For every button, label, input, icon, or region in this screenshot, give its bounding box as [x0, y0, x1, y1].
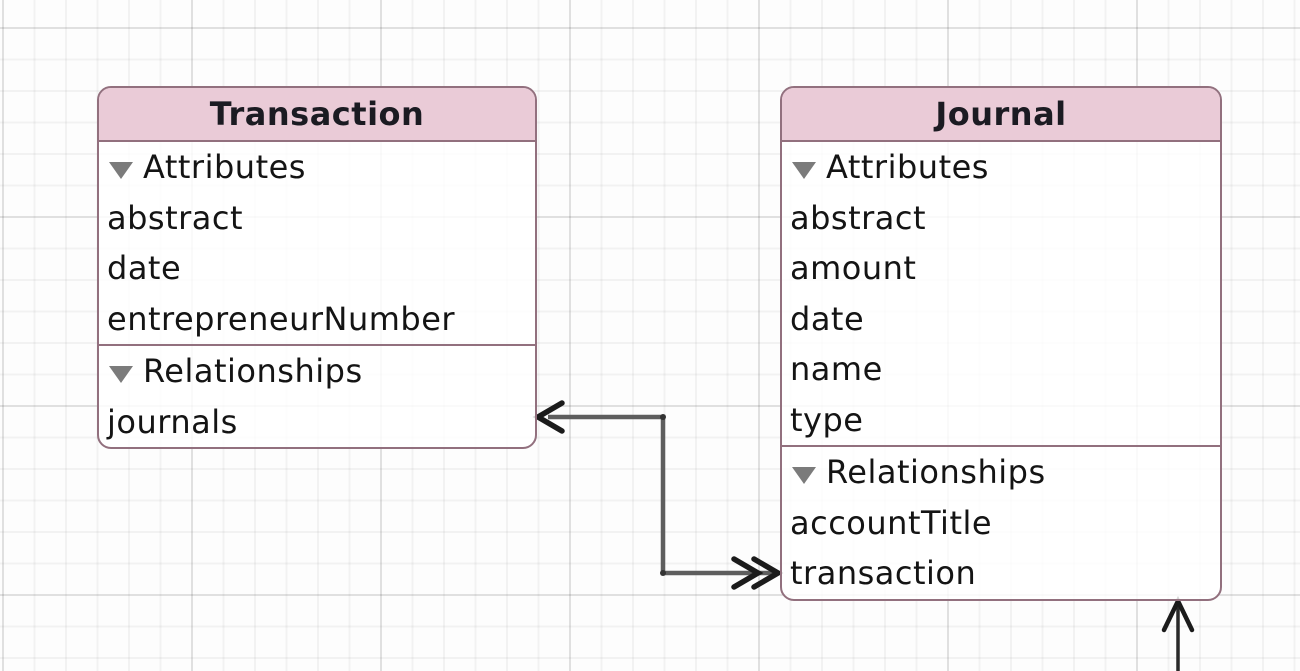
disclosure-triangle-icon[interactable] — [792, 161, 816, 179]
section-label-attributes: Attributes — [143, 148, 306, 187]
relationship-line-journals-transaction[interactable] — [548, 414, 776, 576]
up-arrowhead-icon — [1161, 595, 1195, 633]
attribute-row-amount[interactable]: amount — [790, 249, 917, 288]
disclosure-triangle-icon[interactable] — [792, 466, 816, 484]
relationship-row-transaction[interactable]: transaction — [790, 554, 977, 593]
attribute-row-name[interactable]: name — [790, 350, 883, 389]
disclosure-triangle-icon[interactable] — [109, 365, 133, 383]
attribute-row-date[interactable]: date — [107, 249, 182, 288]
to-many-arrowhead-inner-icon — [731, 556, 764, 590]
attributes-section-header[interactable]: Attributes — [782, 142, 1220, 193]
attribute-row-entrepreneurNumber[interactable]: entrepreneurNumber — [107, 299, 456, 338]
section-label-relationships: Relationships — [143, 352, 363, 391]
disclosure-triangle-icon[interactable] — [109, 161, 133, 179]
relationships-section-header[interactable]: Relationships — [782, 447, 1220, 498]
connector-bend-dot — [660, 414, 666, 420]
relationships-section: Relationships journals — [99, 344, 535, 447]
entity-box-journal[interactable]: Journal Attributes abstract amount date … — [780, 86, 1222, 601]
relationships-section-header[interactable]: Relationships — [99, 346, 535, 397]
entity-box-transaction[interactable]: Transaction Attributes abstract date ent… — [97, 86, 537, 449]
entity-title-transaction[interactable]: Transaction — [99, 88, 535, 142]
to-many-arrowhead-outer-icon — [751, 556, 784, 590]
connector-bend-dot — [660, 570, 666, 576]
relationship-row-journals[interactable]: journals — [107, 402, 238, 441]
relationship-row-accountTitle[interactable]: accountTitle — [790, 503, 993, 542]
section-label-relationships: Relationships — [826, 453, 1046, 492]
to-one-arrowhead-icon — [532, 400, 565, 434]
relationships-section: Relationships accountTitle transaction — [782, 445, 1220, 599]
attribute-row-abstract[interactable]: abstract — [790, 198, 927, 237]
attribute-row-abstract[interactable]: abstract — [107, 198, 244, 237]
attribute-row-type[interactable]: type — [790, 400, 864, 439]
section-label-attributes: Attributes — [826, 148, 989, 187]
attributes-section-header[interactable]: Attributes — [99, 142, 535, 193]
entity-title-journal[interactable]: Journal — [782, 88, 1220, 142]
attribute-row-date[interactable]: date — [790, 299, 865, 338]
